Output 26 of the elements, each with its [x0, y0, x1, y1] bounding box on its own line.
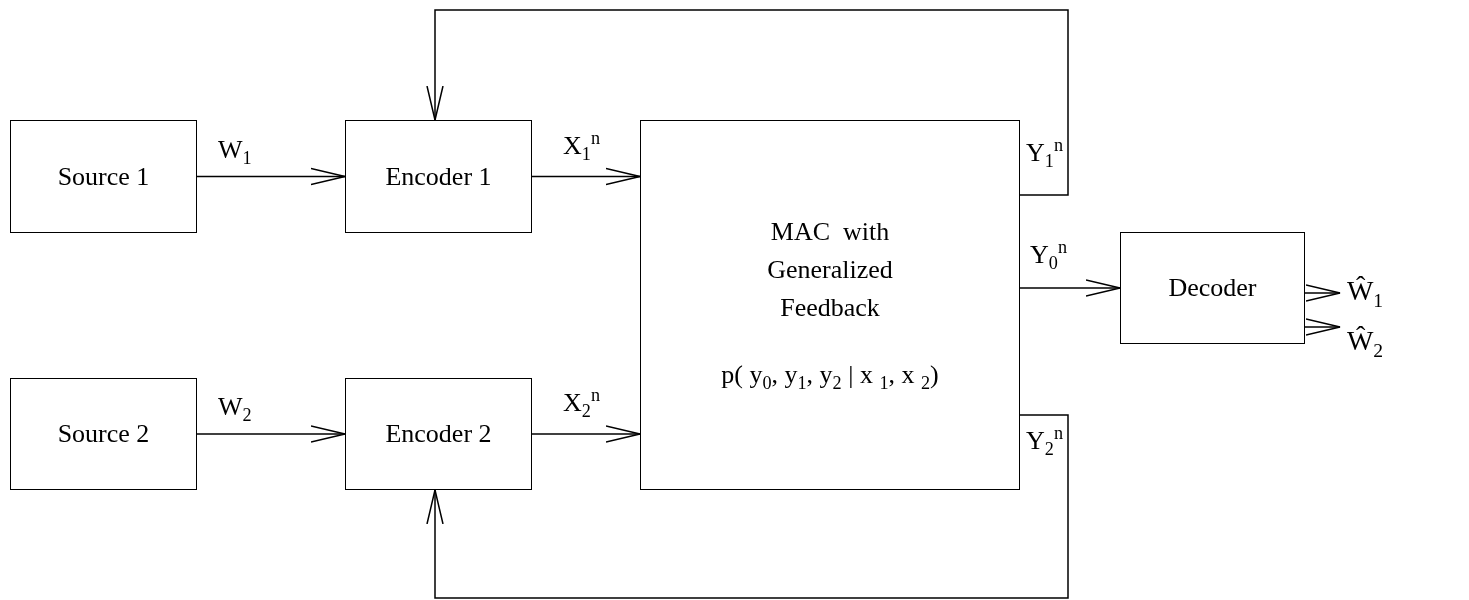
edge-label: W$_{2}$ — [218, 394, 252, 425]
process-box — [10, 378, 197, 490]
process-box — [345, 378, 532, 490]
output-symbol: Ŵ$_{1}$ — [1346, 273, 1384, 313]
arrow — [1304, 284, 1341, 302]
process-box — [10, 120, 197, 233]
arrow — [531, 425, 641, 443]
process-box — [640, 120, 1020, 490]
box-label: Source 1 — [57, 160, 150, 193]
process-box — [345, 120, 532, 233]
box-label: Encoder 1 — [385, 160, 492, 193]
box-label: MAC with Generalized Feedback — [766, 216, 894, 324]
process-box — [1120, 232, 1305, 344]
formula-text: p( y$_{0}$, y$_{1}$, y$_{2}$ | x $_{1}$, x $_{2}$) — [720, 359, 940, 396]
arrow — [531, 167, 641, 186]
arrow — [196, 425, 346, 443]
arrow — [1304, 318, 1341, 336]
arrow — [426, 9, 1069, 196]
box-label: Encoder 2 — [385, 418, 492, 451]
box-label: Decoder — [1168, 272, 1257, 305]
box-label: Source 2 — [57, 418, 150, 451]
arrow — [426, 414, 1069, 599]
edge-label: W$_{1}$ — [218, 136, 252, 167]
arrow — [1019, 279, 1121, 297]
output-symbol: Ŵ$_{2}$ — [1346, 323, 1384, 363]
arrow — [196, 167, 346, 186]
